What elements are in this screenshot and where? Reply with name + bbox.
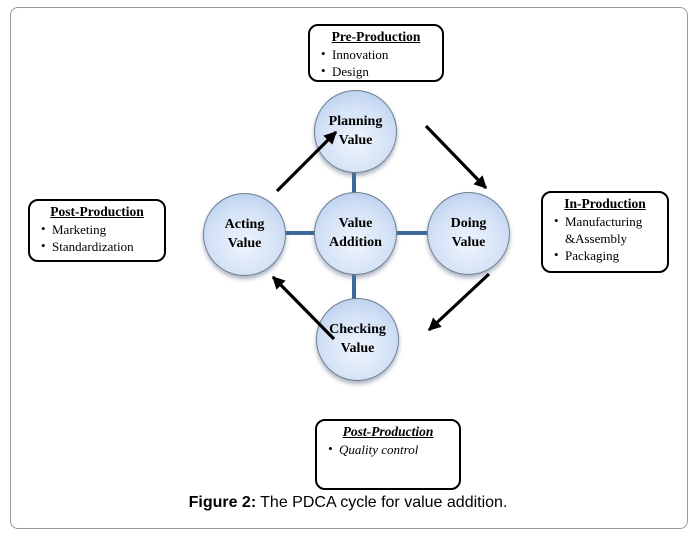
in-production-list: Manufacturing &Assembly Packaging xyxy=(547,213,663,265)
node-acting-value: Acting Value xyxy=(203,193,286,276)
node-doing-label: Doing Value xyxy=(451,215,487,251)
node-planning-label: Planning Value xyxy=(329,113,383,149)
list-item: Marketing xyxy=(41,221,160,239)
node-acting-label: Acting Value xyxy=(225,216,265,252)
node-acting-line2: Value xyxy=(227,235,262,251)
figure-caption-label: Figure 2: xyxy=(188,494,257,511)
node-checking-line1: Checking xyxy=(329,322,386,338)
post-production-bottom-list: Quality control xyxy=(321,441,455,459)
node-doing-value: Doing Value xyxy=(427,192,510,275)
figure-caption: Figure 2:The PDCA cycle for value additi… xyxy=(0,494,696,512)
node-center-line1: Value xyxy=(338,216,373,232)
node-acting-line1: Acting xyxy=(224,217,265,233)
post-production-left-list: Marketing Standardization xyxy=(34,221,160,256)
node-planning-line1: Planning xyxy=(328,114,383,130)
node-doing-line2: Value xyxy=(451,234,486,250)
list-item: Standardization xyxy=(41,238,160,256)
post-production-left-title: Post-Production xyxy=(50,204,144,219)
list-item: Packaging xyxy=(554,247,663,265)
list-item: Quality control xyxy=(328,441,455,459)
in-production-box: In-Production Manufacturing &Assembly Pa… xyxy=(541,191,669,273)
node-value-addition: Value Addition xyxy=(314,192,397,275)
pre-production-list: Innovation Design xyxy=(314,46,438,81)
node-planning-value: Planning Value xyxy=(314,90,397,173)
node-planning-line2: Value xyxy=(338,132,373,148)
node-checking-value: Checking Value xyxy=(316,298,399,381)
list-item: Innovation xyxy=(321,46,438,64)
in-production-title: In-Production xyxy=(564,196,646,211)
post-production-left-box: Post-Production Marketing Standardizatio… xyxy=(28,199,166,262)
pre-production-title: Pre-Production xyxy=(331,29,421,44)
pre-production-box: Pre-Production Innovation Design xyxy=(308,24,444,82)
post-production-bottom-title: Post-Production xyxy=(342,424,434,439)
node-center-line2: Addition xyxy=(329,234,382,250)
node-center-label: Value Addition xyxy=(329,215,382,251)
node-doing-line1: Doing xyxy=(450,216,487,232)
figure-caption-text: The PDCA cycle for value addition. xyxy=(260,494,508,511)
list-item: Design xyxy=(321,63,438,81)
list-item: Manufacturing &Assembly xyxy=(554,213,663,248)
node-checking-line2: Value xyxy=(340,340,375,356)
figure-border xyxy=(10,7,688,529)
post-production-bottom-box: Post-Production Quality control xyxy=(315,419,461,490)
node-checking-label: Checking Value xyxy=(329,321,386,357)
